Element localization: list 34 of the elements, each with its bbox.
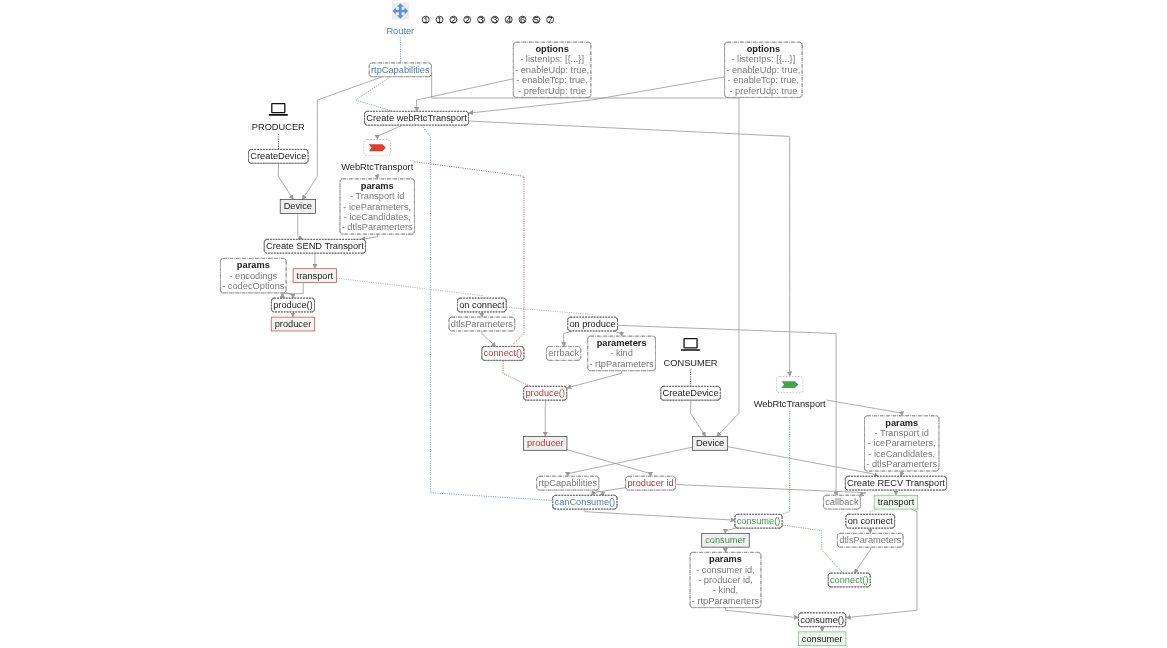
node-circle: 7 — [546, 15, 555, 24]
arrow — [290, 311, 296, 318]
node-circle: 2 — [449, 15, 458, 24]
arrow — [900, 470, 905, 477]
node-box: consumer — [798, 631, 847, 647]
node-circle: 3 — [491, 15, 499, 24]
node-box: consumer — [701, 532, 750, 548]
arrow — [893, 489, 899, 496]
connector — [506, 307, 594, 318]
arrow — [722, 546, 728, 553]
node-circle: 2 — [463, 15, 472, 24]
node-box: transport — [292, 268, 337, 283]
connector — [781, 524, 844, 574]
node-box: producer — [270, 316, 316, 332]
node-circle: 4 — [504, 15, 513, 24]
arrow — [374, 173, 380, 180]
node-box: transport — [873, 494, 919, 510]
connector — [502, 360, 532, 388]
node-box: Device — [279, 199, 316, 214]
node-box: producer — [523, 436, 568, 451]
connector — [336, 277, 483, 299]
node-box: Device — [692, 436, 729, 451]
node-circle: 3 — [477, 15, 485, 24]
connector — [690, 368, 692, 388]
connector — [780, 410, 791, 516]
node-circle: 1 — [435, 15, 444, 24]
connector — [277, 133, 279, 151]
node-circle: 1 — [421, 15, 430, 24]
arrow — [819, 626, 825, 633]
node-circle: 6 — [518, 15, 527, 24]
node-circle: 5 — [532, 15, 541, 24]
connector — [399, 36, 401, 64]
arrow — [479, 311, 485, 318]
arrow — [867, 528, 873, 534]
